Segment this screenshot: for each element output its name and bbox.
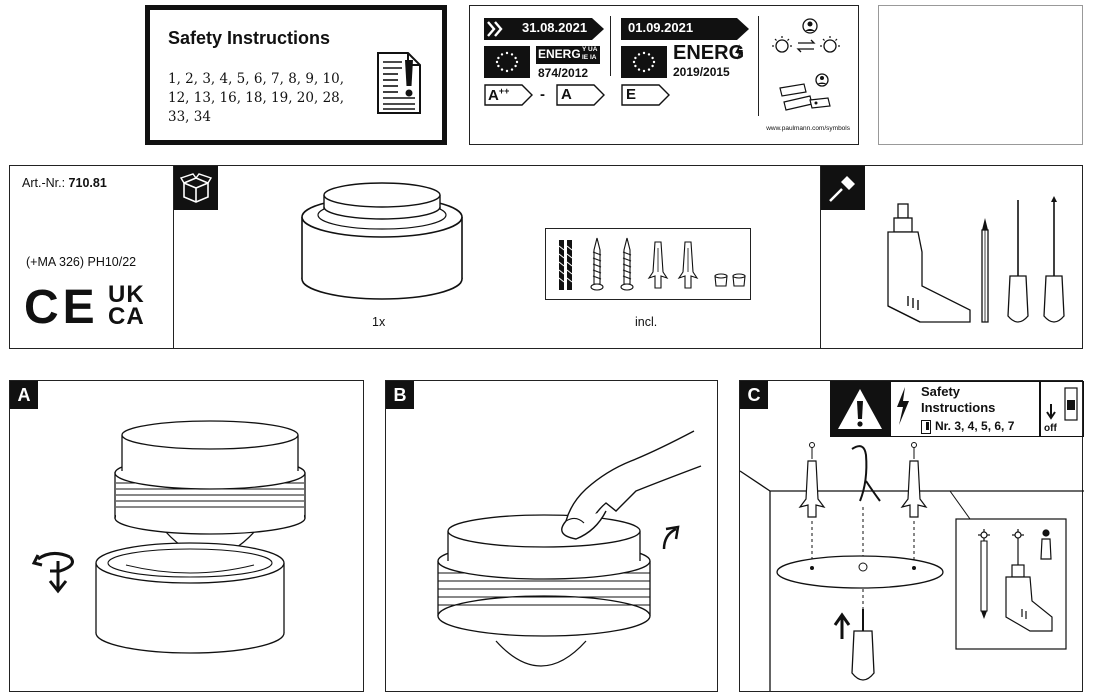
ukca-line2: CA — [108, 303, 145, 330]
energy-class-arrow — [621, 84, 670, 106]
article-number: Art.-Nr.: 710.81 — [22, 176, 107, 190]
ce-mark: CE — [24, 284, 99, 332]
document-icon — [921, 420, 931, 434]
eu-flag-icon — [484, 46, 530, 78]
class-old-low: A — [561, 86, 572, 103]
electric-hazard-icon — [897, 387, 909, 425]
energ-old: ENERG — [538, 47, 581, 61]
accessories-frame — [545, 228, 751, 300]
safety-instructions-panel: Safety Instructions 1, 2, 3, 4, 5, 6, 7,… — [145, 5, 447, 145]
warning-numbers: Nr. 3, 4, 5, 6, 7 — [935, 419, 1015, 433]
date-old: 31.08.2021 — [522, 20, 588, 35]
article-code: (+MA 326) PH10/22 — [26, 255, 137, 269]
energ-new: ENERG — [673, 42, 745, 64]
date-old-arrow — [484, 18, 604, 40]
energy-label-panel: 31.08.2021 01.09.2021 ENERG Y UA IE IA 8… — [469, 5, 859, 145]
lamp-replace-icon — [772, 18, 840, 53]
class-separator: - — [540, 86, 545, 103]
class-new: E — [626, 86, 637, 103]
switch-off-icon — [1046, 387, 1078, 421]
contents-divider-left — [173, 166, 174, 349]
class-old-high-sup: ++ — [498, 86, 510, 96]
safety-numbers-line3: 33, 34 — [168, 109, 211, 125]
package-icon — [179, 173, 213, 203]
regulation-new: 2019/2015 — [673, 65, 730, 79]
mounting-hardware-icon — [558, 237, 746, 291]
safety-numbers-line1: 1, 2, 3, 4, 5, 6, 7, 8, 9, 10, — [168, 71, 345, 87]
contents-panel: Art.-Nr.: 710.81 (+MA 326) PH10/22 CE UK… — [9, 165, 1083, 349]
warning-title-line2: Instructions — [921, 400, 996, 415]
date-new: 01.09.2021 — [628, 20, 694, 35]
blank-panel — [878, 5, 1083, 145]
product-qty: 1x — [372, 315, 386, 329]
step-a-panel: A — [9, 380, 364, 692]
connector-icon — [779, 73, 831, 111]
class-old-high: A++ — [488, 86, 509, 104]
warning-info — [890, 381, 1040, 437]
contents-divider-right — [820, 166, 821, 349]
step-c-panel: C Safety Instructions Nr. 3, 4, 5, 6, 7 … — [739, 380, 1084, 692]
safety-title: Safety Instructions — [168, 28, 331, 48]
energ-old-badge — [536, 46, 600, 64]
warning-title: Safety Instructions — [921, 384, 995, 416]
step-a-illustration — [31, 420, 306, 654]
energ-old-suffix-bottom: IE IA — [582, 54, 597, 61]
symbols-url: www.paulmann.com/symbols — [766, 125, 850, 132]
energy-divider — [610, 16, 611, 76]
warning-title-line1: Safety — [921, 384, 961, 399]
tools-illustration — [887, 196, 1065, 323]
switch-off-tile: off — [1040, 381, 1084, 437]
energy-class-arrow — [556, 84, 605, 106]
tools-icon-tile — [821, 166, 865, 210]
package-icon-tile — [174, 166, 218, 210]
warning-triangle-icon — [838, 389, 882, 429]
step-c-label: C — [740, 381, 768, 409]
date-new-arrow — [621, 18, 749, 40]
product-illustration — [301, 182, 463, 300]
step-b-label: B — [386, 381, 414, 409]
article-label: Art.-Nr.: — [22, 176, 66, 190]
screwdriver-icon — [829, 176, 855, 202]
safety-numbers-line2: 12, 13, 16, 18, 19, 20, 28, — [168, 90, 345, 106]
off-label: off — [1044, 423, 1057, 434]
eu-flag-icon — [621, 46, 667, 78]
step-b-panel: B — [385, 380, 718, 692]
symbols-divider — [758, 16, 759, 116]
step-b-illustration — [437, 430, 702, 667]
ukca-line1: UK — [108, 281, 145, 308]
safety-numbers: 1, 2, 3, 4, 5, 6, 7, 8, 9, 10, 12, 13, 1… — [168, 70, 344, 127]
step-a-label: A — [10, 381, 38, 409]
accessories-label: incl. — [635, 315, 658, 329]
ukca-mark: UK CA — [108, 281, 145, 330]
energy-class-arrow — [484, 84, 533, 106]
ce-text: CE — [24, 281, 99, 334]
article-value: 710.81 — [68, 176, 107, 190]
regulation-old: 874/2012 — [538, 66, 589, 80]
lightning-icon — [735, 44, 743, 60]
step-c-illustration — [739, 442, 1084, 691]
document-warning-icon — [377, 52, 421, 114]
class-old-high-letter: A — [488, 87, 499, 104]
energ-old-suffix-top: Y UA — [582, 46, 598, 53]
warning-tile — [830, 381, 890, 437]
